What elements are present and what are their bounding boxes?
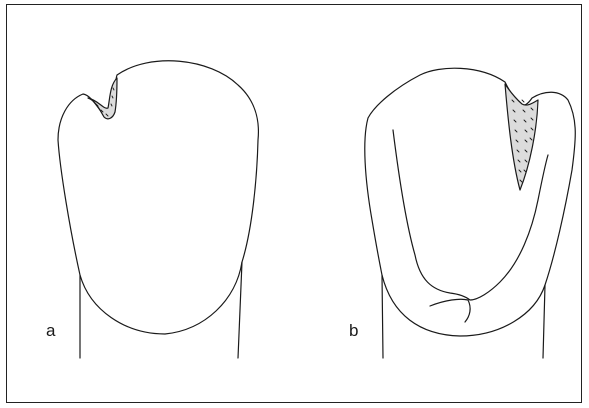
panel-label-b: b [349,322,358,339]
tooth-a-cavity [88,78,117,119]
panel-label-a: a [46,322,55,339]
tooth-a-outline [58,61,258,334]
tooth-b [365,68,575,358]
tooth-b-outline [365,68,575,336]
tooth-b-fissure-branch [430,299,470,322]
tooth-b-root-left [382,275,383,358]
tooth-b-root-right [543,285,545,358]
tooth-b-cavity [505,84,538,190]
tooth-a [58,61,258,358]
